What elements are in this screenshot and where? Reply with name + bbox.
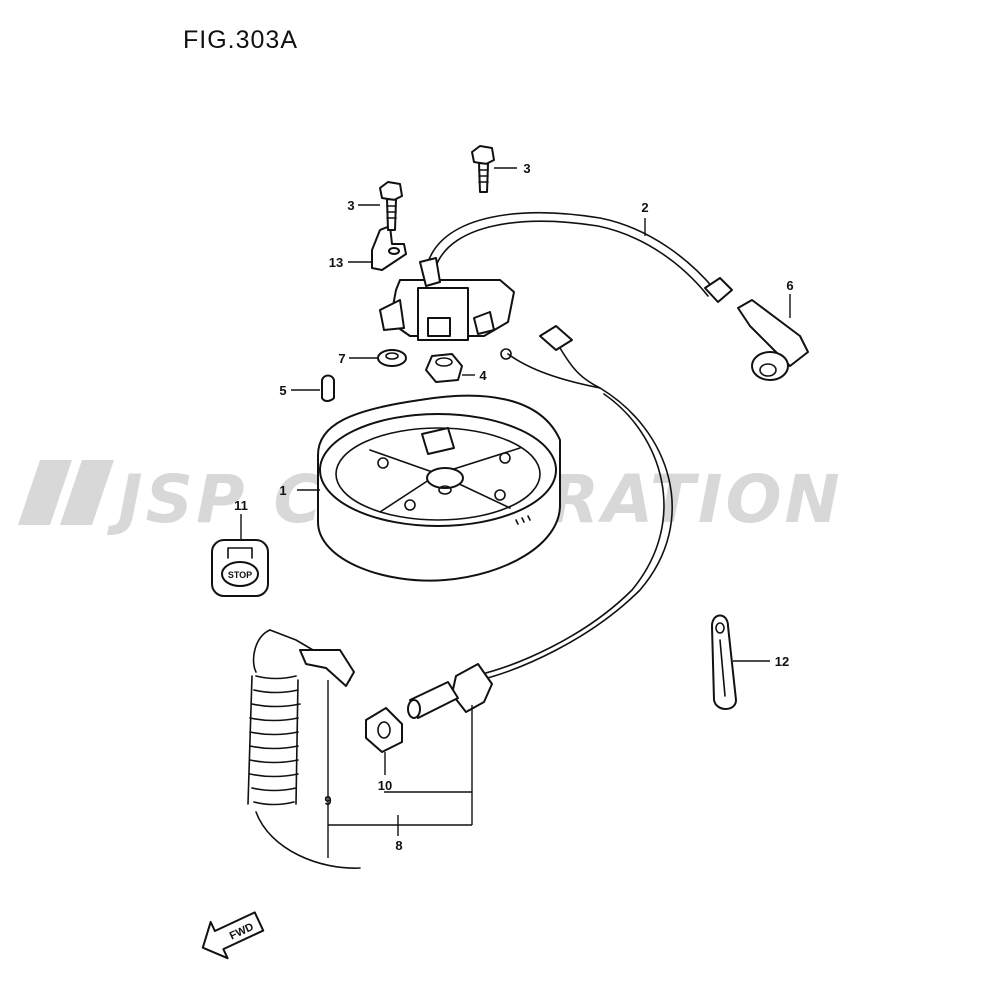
callout-3-lower-bolt: 3 [347,198,354,213]
cord-holder [711,614,737,710]
fwd-arrow-icon: FWD [201,911,265,960]
callout-5: 5 [279,383,286,398]
leader-lines [240,167,791,858]
callout-10: 10 [378,778,392,793]
ignition-coil [379,257,515,341]
ground-clip [371,225,407,271]
stop-switch [407,663,493,719]
callout-4: 4 [479,368,487,383]
stop-plate: STOP [211,539,269,597]
callout-6: 6 [786,278,793,293]
stop-switch-lead [477,325,673,681]
callout-8: 8 [395,838,402,853]
bolt-lower [379,181,403,231]
callout-1: 1 [279,483,286,498]
woodruff-key [321,374,335,402]
flywheel-nut [425,353,463,383]
callout-11: 11 [234,498,248,513]
flywheel-magneto [317,394,561,582]
stop-switch-nut [365,707,403,753]
emergency-lanyard [247,629,361,869]
callout-13: 13 [329,255,343,270]
callout-7: 7 [338,351,345,366]
bolt-upper [471,145,495,193]
figure-title: FIG.303A [183,26,298,54]
high-tension-cord [427,211,733,303]
callout-12: 12 [775,654,789,669]
spark-plug-cap [737,299,809,381]
watermark-logo-mark [18,460,114,525]
callout-3-upper-bolt: 3 [523,161,530,176]
callout-2: 2 [641,200,648,215]
callout-labels: 1 2 3 3 4 5 6 7 8 9 10 11 12 13 [234,161,793,853]
callout-9: 9 [324,793,331,808]
stop-plate-label: STOP [228,570,252,580]
washer [377,349,407,367]
